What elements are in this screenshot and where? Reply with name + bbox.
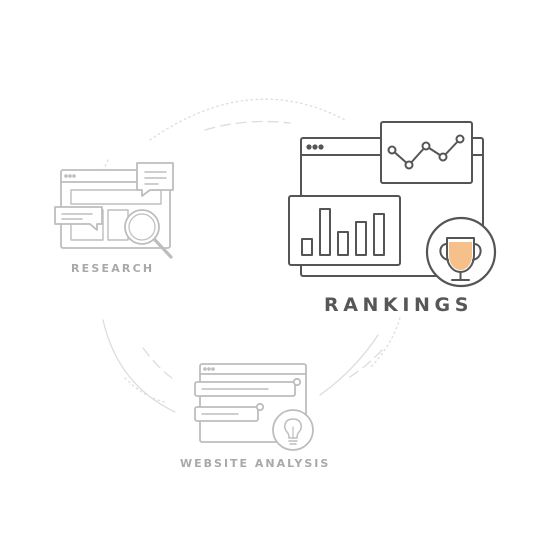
- rankings-bar: [301, 238, 313, 256]
- lightbulb-icon: [284, 418, 302, 445]
- research-magnifier-lens: [124, 209, 160, 245]
- research-magnifier-icon: [54, 162, 174, 259]
- rankings-line-chart-panel: [380, 121, 473, 184]
- arc-left-solid: [102, 319, 176, 413]
- website-analysis-lightbulb-icon: [194, 363, 314, 451]
- cycle-arcs: [97, 98, 401, 413]
- arc-top-dashed: [204, 120, 291, 131]
- rankings-label: RANKINGS: [324, 294, 474, 316]
- arc-right-dotted: [369, 317, 401, 369]
- arc-right-solid: [319, 334, 379, 396]
- rankings-bar: [355, 221, 367, 256]
- rankings-bar-chart-panel: [288, 195, 401, 266]
- research-speech-bubble-right: [136, 162, 174, 197]
- arc-bottom-left-dotted: [124, 377, 166, 403]
- research-label: RESEARCH: [71, 262, 155, 275]
- rankings-charts-icon: [288, 121, 497, 288]
- trophy-icon: [439, 237, 482, 281]
- research-magnifier-handle: [153, 238, 173, 259]
- rankings-bar: [319, 208, 331, 256]
- rankings-bar: [373, 213, 385, 256]
- arc-right-dashed: [347, 349, 383, 379]
- website-analysis-label: WEBSITE ANALYSIS: [180, 457, 331, 470]
- arc-top-dotted: [149, 98, 346, 141]
- rankings-bar: [337, 231, 349, 256]
- arc-left-dashed: [142, 347, 173, 379]
